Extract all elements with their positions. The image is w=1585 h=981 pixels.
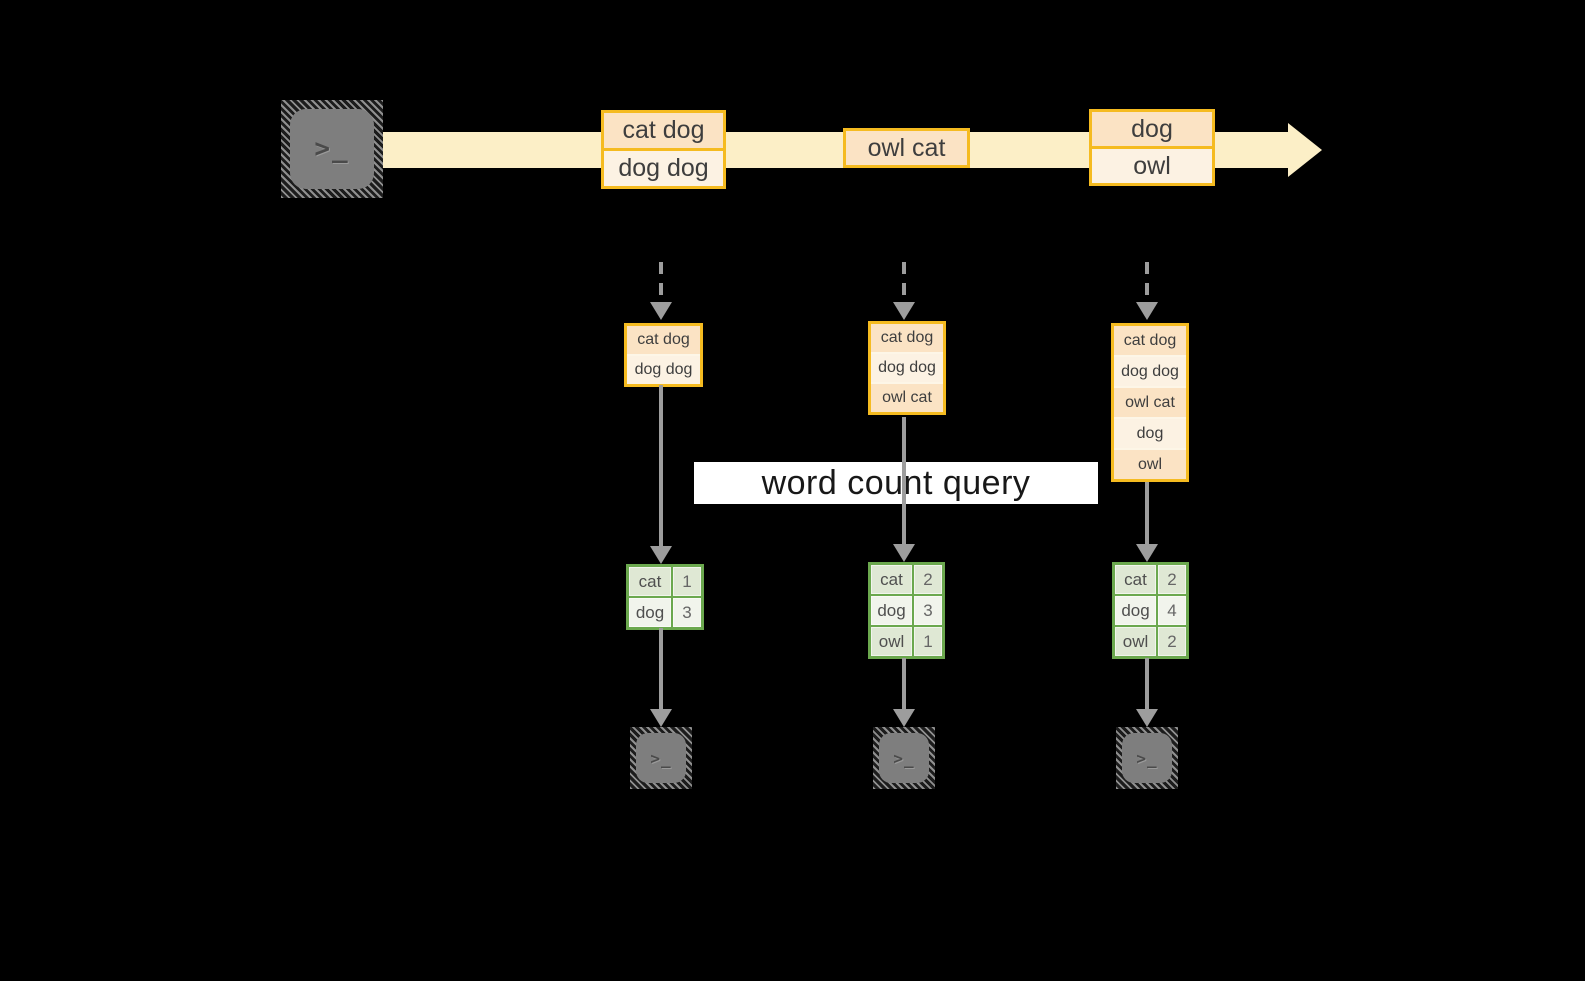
buffer-row: dog dog	[627, 354, 700, 384]
event-row: owl cat	[846, 131, 967, 165]
terminal-screen: >_	[636, 733, 686, 783]
word-cell: dog	[871, 596, 912, 625]
event-box-1: cat dog dog dog	[601, 110, 726, 189]
count-table-1: cat 1 dog 3	[626, 564, 704, 630]
event-row: cat dog	[604, 113, 723, 148]
event-row: owl	[1092, 146, 1212, 183]
query-box: word count query	[694, 462, 1098, 504]
count-table-2: cat 2 dog 3 owl 1	[868, 562, 945, 659]
event-row: dog	[1092, 112, 1212, 146]
table-row: cat 2	[1115, 565, 1186, 594]
arrowhead-icon	[650, 546, 672, 564]
table-row: cat 1	[629, 567, 701, 596]
word-cell: cat	[1115, 565, 1156, 594]
consumer-terminal-icon-1: >_	[630, 727, 692, 789]
table-row: owl 2	[1115, 627, 1186, 656]
buffer-row: cat dog	[871, 324, 943, 352]
buffer-row: cat dog	[1114, 326, 1186, 355]
consumer-terminal-icon-2: >_	[873, 727, 935, 789]
stream-arrowhead-icon	[1288, 123, 1322, 177]
arrow-line	[902, 417, 906, 544]
buffer-row: dog dog	[871, 352, 943, 382]
dashed-arrow-line	[659, 262, 663, 302]
buffer-row: owl cat	[871, 382, 943, 412]
buffer-stack-1: cat dog dog dog	[624, 323, 703, 387]
arrowhead-icon	[1136, 709, 1158, 727]
word-cell: owl	[871, 627, 912, 656]
terminal-screen: >_	[1122, 733, 1172, 783]
count-table-3: cat 2 dog 4 owl 2	[1112, 562, 1189, 659]
buffer-row: dog	[1114, 417, 1186, 448]
terminal-prompt-glyph: >_	[314, 134, 350, 164]
table-row: cat 2	[871, 565, 942, 594]
arrow-line	[1145, 658, 1149, 709]
terminal-screen: >_	[290, 109, 374, 189]
count-cell: 4	[1158, 596, 1186, 625]
word-cell: cat	[871, 565, 912, 594]
table-row: dog 4	[1115, 596, 1186, 625]
terminal-prompt-glyph: >_	[1136, 748, 1158, 768]
word-cell: dog	[1115, 596, 1156, 625]
word-cell: owl	[1115, 627, 1156, 656]
consumer-terminal-icon-3: >_	[1116, 727, 1178, 789]
event-box-3: dog owl	[1089, 109, 1215, 186]
buffer-row: owl cat	[1114, 386, 1186, 417]
table-row: owl 1	[871, 627, 942, 656]
arrow-line	[659, 385, 663, 546]
count-cell: 1	[673, 567, 701, 596]
word-cell: dog	[629, 598, 671, 627]
buffer-row: dog dog	[1114, 355, 1186, 386]
arrowhead-icon	[893, 709, 915, 727]
count-cell: 2	[1158, 565, 1186, 594]
table-row: dog 3	[629, 598, 701, 627]
event-box-2: owl cat	[843, 128, 970, 168]
terminal-screen: >_	[879, 733, 929, 783]
arrowhead-icon	[1136, 544, 1158, 562]
arrowhead-icon	[1136, 302, 1158, 320]
buffer-stack-2: cat dog dog dog owl cat	[868, 321, 946, 415]
arrow-line	[659, 628, 663, 709]
arrowhead-icon	[650, 302, 672, 320]
table-row: dog 3	[871, 596, 942, 625]
query-label: word count query	[761, 463, 1031, 502]
producer-terminal-icon: >_	[281, 100, 383, 198]
arrow-line	[1145, 482, 1149, 544]
terminal-prompt-glyph: >_	[893, 748, 915, 768]
terminal-prompt-glyph: >_	[650, 748, 672, 768]
arrowhead-icon	[893, 302, 915, 320]
count-cell: 2	[914, 565, 942, 594]
arrow-line	[902, 658, 906, 709]
event-row: dog dog	[604, 148, 723, 186]
word-cell: cat	[629, 567, 671, 596]
count-cell: 2	[1158, 627, 1186, 656]
dashed-arrow-line	[902, 262, 906, 302]
arrowhead-icon	[893, 544, 915, 562]
buffer-stack-3: cat dog dog dog owl cat dog owl	[1111, 323, 1189, 482]
dashed-arrow-line	[1145, 262, 1149, 302]
buffer-row: cat dog	[627, 326, 700, 354]
arrowhead-icon	[650, 709, 672, 727]
count-cell: 3	[673, 598, 701, 627]
buffer-row: owl	[1114, 448, 1186, 479]
count-cell: 3	[914, 596, 942, 625]
count-cell: 1	[914, 627, 942, 656]
